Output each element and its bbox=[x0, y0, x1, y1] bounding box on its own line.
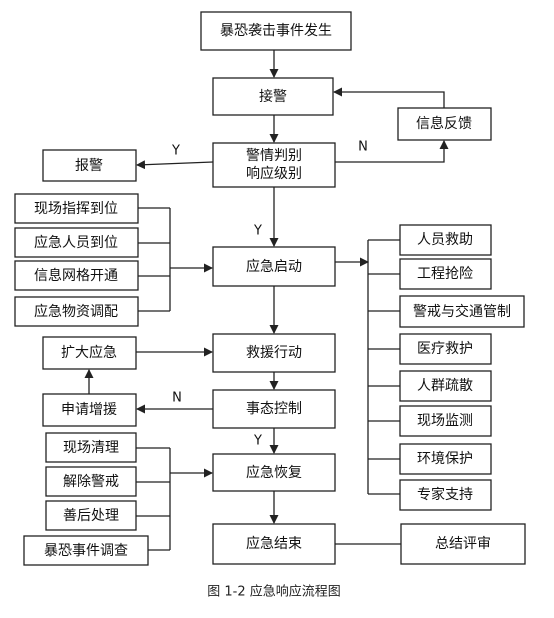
edge-judge-feedback bbox=[335, 140, 449, 163]
node-review-label: 总结评审 bbox=[435, 536, 491, 552]
node-control-label: 事态控制 bbox=[246, 401, 302, 417]
right-action-item: 人员救助 bbox=[417, 232, 473, 248]
right-action-item: 医疗救护 bbox=[417, 341, 473, 357]
edge-label-n: N bbox=[358, 140, 368, 155]
node-recover: 应急恢复 bbox=[212, 453, 336, 492]
node-attack-label: 暴恐袭击事件发生 bbox=[220, 23, 332, 39]
node-report: 报警 bbox=[42, 149, 137, 182]
node-judge: 警情判别 响应级别 bbox=[212, 142, 336, 188]
left-prep-group: 现场指挥到位 应急人员到位 信息网格开通 应急物资调配 bbox=[14, 193, 139, 327]
node-report-label: 报警 bbox=[75, 158, 103, 174]
node-request: 申请增援 bbox=[42, 393, 137, 427]
left-recovery-group: 现场清理 解除警戒 善后处理 暴恐事件调查 bbox=[23, 432, 149, 566]
left-prep-item: 应急人员到位 bbox=[34, 234, 118, 251]
left-recovery-item: 善后处理 bbox=[63, 508, 119, 524]
node-finish: 应急结束 bbox=[212, 523, 336, 565]
node-feedback: 信息反馈 bbox=[397, 107, 492, 141]
node-alarm-receive: 接警 bbox=[212, 77, 334, 116]
node-start: 应急启动 bbox=[212, 246, 336, 287]
right-action-item: 人群疏散 bbox=[417, 378, 473, 394]
node-finish-label: 应急结束 bbox=[246, 535, 302, 552]
node-expand-label: 扩大应急 bbox=[61, 344, 117, 361]
figure-caption: 图 1-2 应急响应流程图 bbox=[207, 584, 341, 600]
left-recovery-item: 解除警戒 bbox=[63, 474, 119, 490]
left-recovery-item: 现场清理 bbox=[63, 440, 119, 456]
node-rescue-label: 救援行动 bbox=[246, 345, 302, 361]
right-action-item: 环境保护 bbox=[417, 451, 473, 467]
left-recovery-item: 暴恐事件调查 bbox=[44, 543, 128, 559]
node-expand: 扩大应急 bbox=[42, 336, 137, 370]
node-judge-label-2: 响应级别 bbox=[246, 165, 302, 182]
node-request-label: 申请增援 bbox=[61, 402, 117, 418]
node-attack: 暴恐袭击事件发生 bbox=[200, 11, 352, 51]
edge-label-n: N bbox=[172, 391, 182, 406]
edge-label-y: Y bbox=[253, 224, 262, 239]
node-rescue: 救援行动 bbox=[212, 333, 336, 373]
connectors bbox=[84, 50, 449, 551]
edge-judge-report bbox=[136, 160, 214, 170]
right-action-item: 警戒与交通管制 bbox=[413, 303, 511, 320]
node-feedback-label: 信息反馈 bbox=[416, 115, 472, 132]
node-control: 事态控制 bbox=[212, 389, 336, 429]
node-review: 总结评审 bbox=[400, 523, 526, 565]
node-recover-label: 应急恢复 bbox=[246, 464, 302, 481]
right-action-item: 工程抢险 bbox=[417, 265, 473, 282]
left-prep-item: 现场指挥到位 bbox=[34, 201, 118, 217]
left-prep-item: 应急物资调配 bbox=[34, 303, 118, 320]
right-action-item: 专家支持 bbox=[417, 486, 473, 503]
left-prep-item: 信息网格开通 bbox=[34, 267, 118, 284]
edge-label-y: Y bbox=[171, 144, 180, 159]
edge-label-y: Y bbox=[253, 434, 262, 449]
node-start-label: 应急启动 bbox=[246, 258, 302, 275]
right-action-item: 现场监测 bbox=[417, 413, 473, 429]
right-actions-group: 人员救助 工程抢险 警戒与交通管制 医疗救护 人群疏散 现场监测 环境保护 专家… bbox=[399, 224, 525, 511]
node-judge-label-1: 警情判别 bbox=[246, 148, 302, 164]
edge-feedback-alarm bbox=[333, 87, 445, 108]
node-alarm-receive-label: 接警 bbox=[259, 88, 287, 105]
